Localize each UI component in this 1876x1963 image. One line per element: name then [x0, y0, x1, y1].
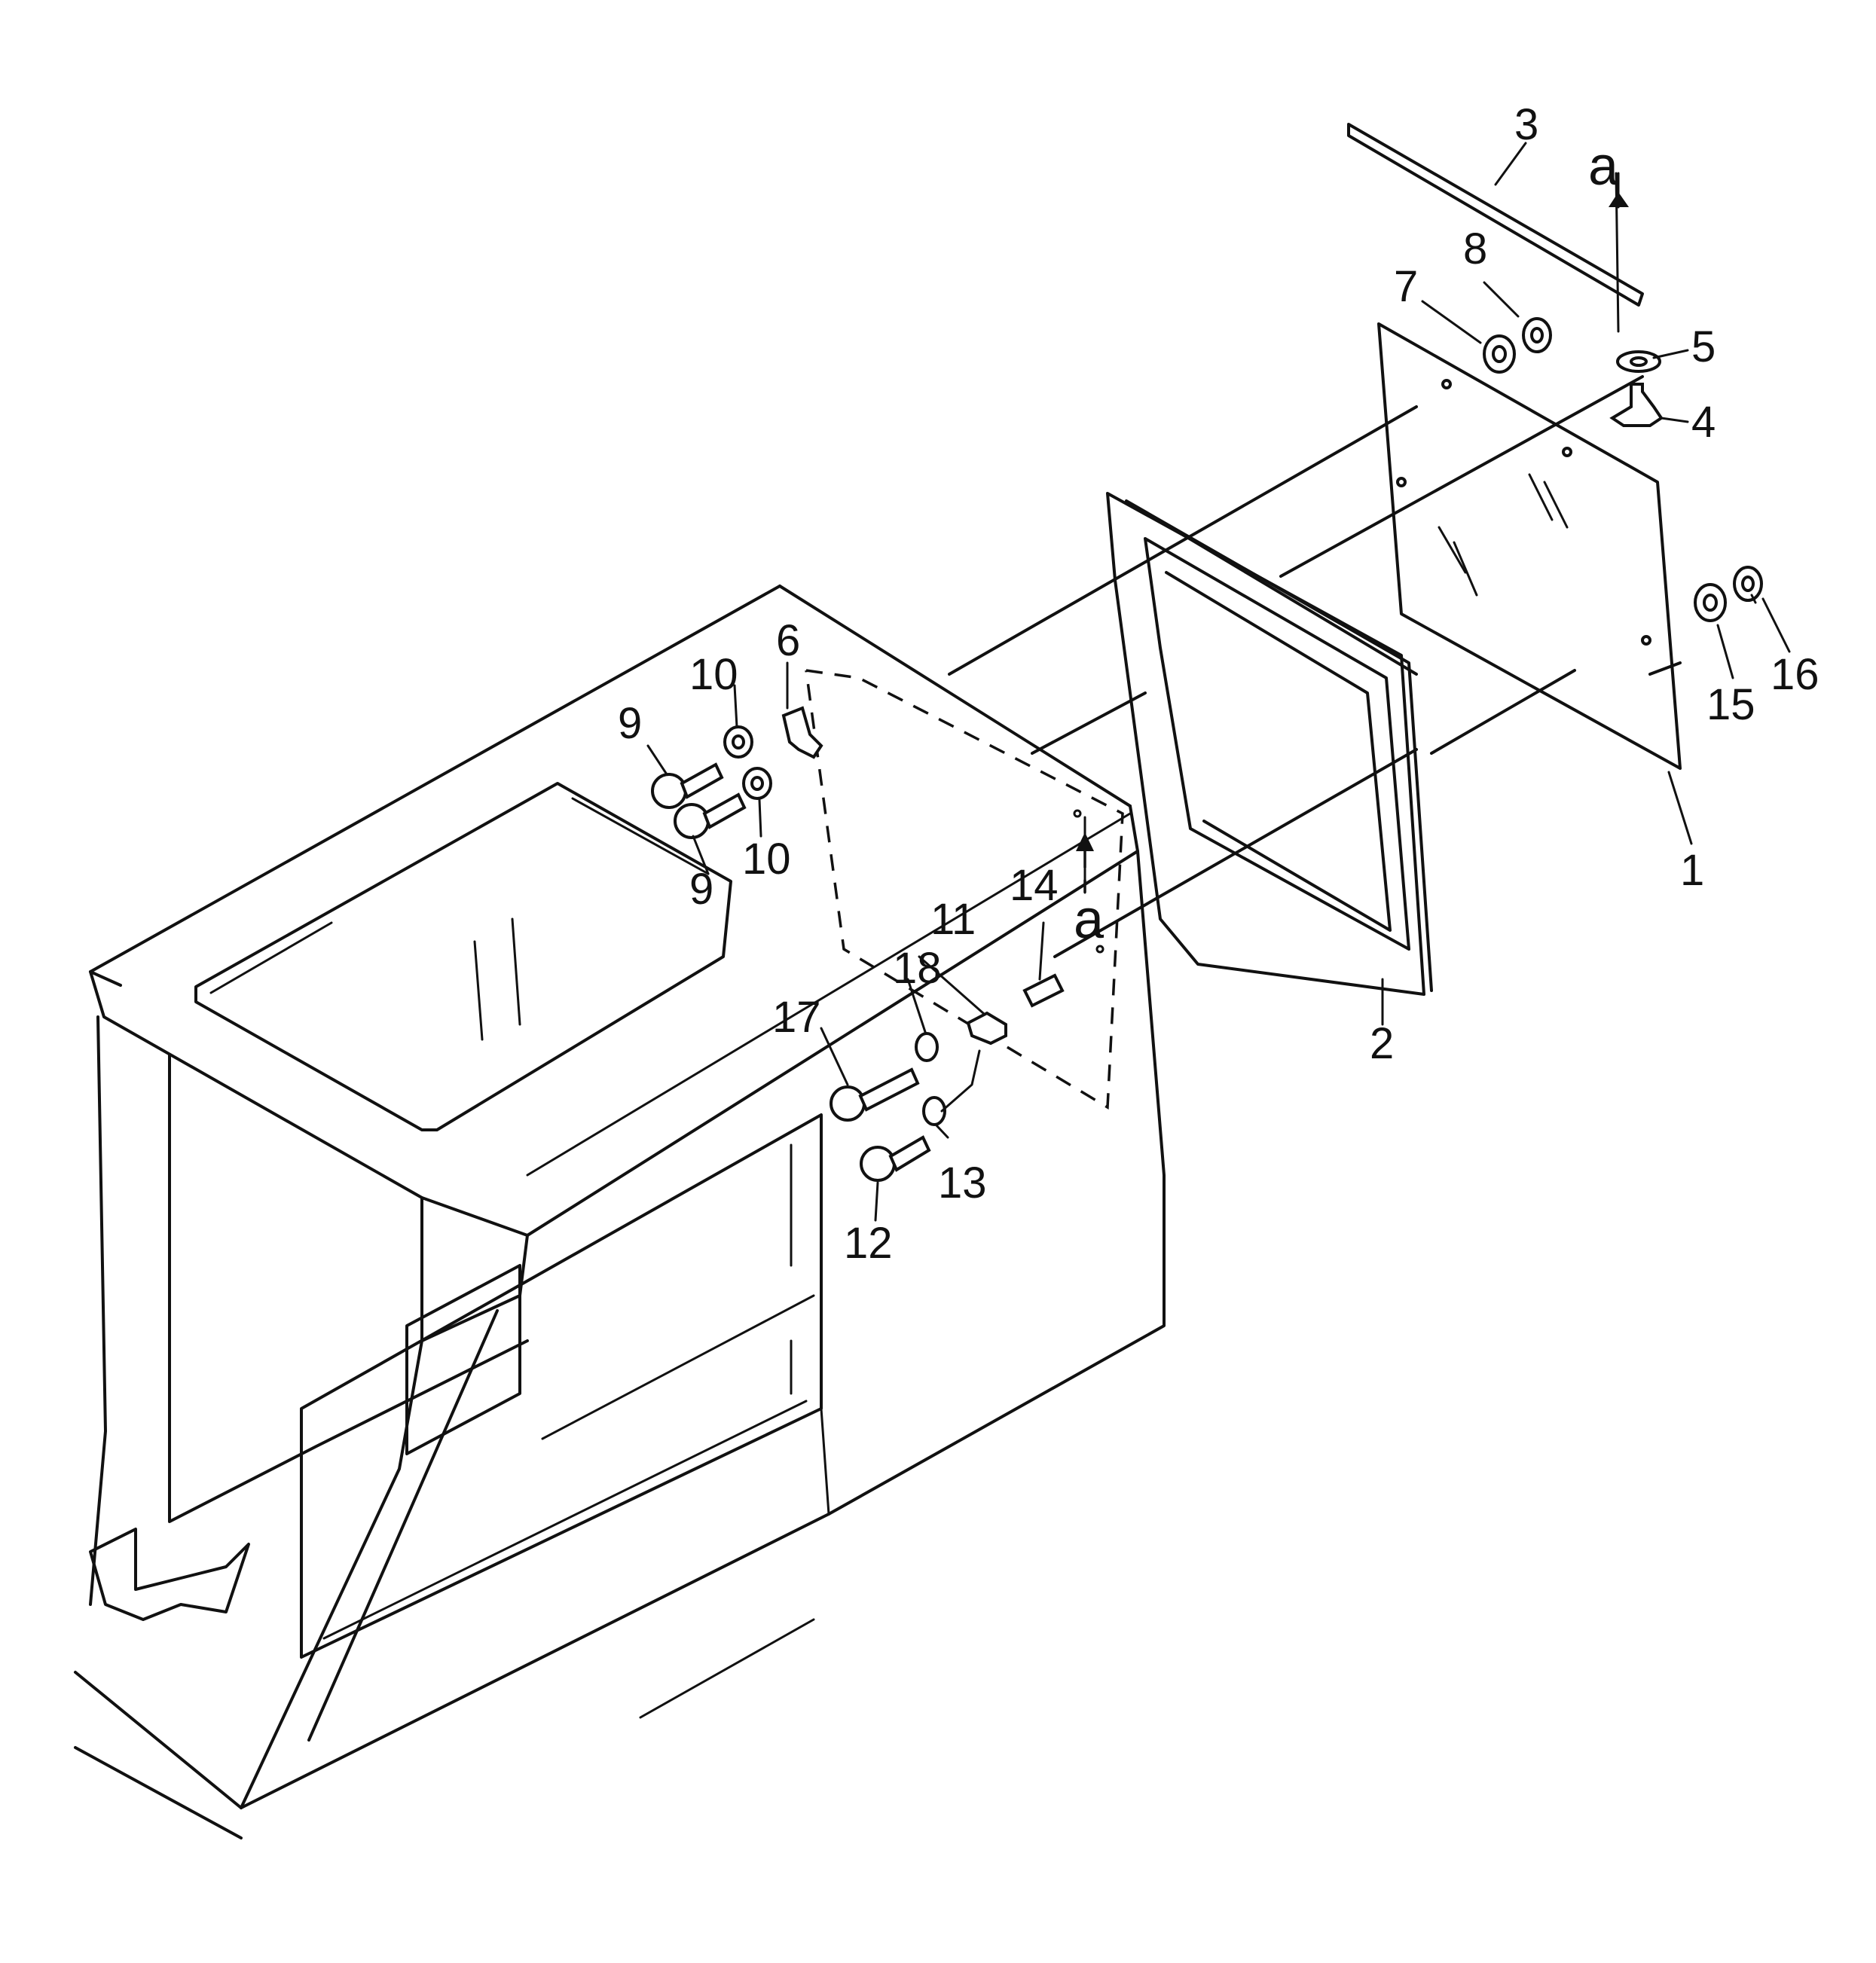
callout-12: 12: [844, 1219, 893, 1268]
callout-2: 2: [1370, 1019, 1394, 1068]
callout-1: 1: [1680, 846, 1704, 895]
part-4-icon: [1609, 383, 1664, 427]
view-mark-a-lower: a: [1074, 890, 1105, 950]
part-1-glass: [1377, 322, 1682, 770]
part-13-icon: [922, 1096, 946, 1126]
callout-17: 17: [772, 993, 821, 1042]
callout-6: 6: [776, 616, 800, 665]
callout-8: 8: [1463, 224, 1487, 273]
part-14-icon: [1022, 973, 1065, 1008]
dashed-window-position: [805, 669, 1124, 1110]
callout-7: 7: [1394, 262, 1418, 311]
callout-15: 15: [1706, 680, 1755, 729]
callout-18: 18: [893, 944, 942, 993]
callout-3: 3: [1514, 100, 1538, 149]
assembly-lines: [948, 375, 1682, 958]
cab-body: [74, 585, 1166, 1839]
callout-9-upper: 9: [618, 699, 642, 748]
part-18-icon: [915, 1032, 939, 1062]
callout-16: 16: [1771, 650, 1819, 699]
part-9-icon: [651, 762, 747, 839]
part-3-rail: [1347, 123, 1644, 307]
callout-labels: 1 2 3 4 5 6 7 8 9 9 10 10 11 12 13 14 15…: [618, 100, 1819, 1268]
part-12-icon: [860, 1135, 931, 1182]
part-11-icon: [966, 1011, 1007, 1046]
hardware: [651, 317, 1763, 1182]
callout-13: 13: [938, 1159, 987, 1207]
callout-11: 11: [930, 895, 976, 944]
leader-lines: [646, 142, 1791, 1222]
callout-10-lower: 10: [742, 835, 791, 884]
view-mark-a-upper: a: [1588, 136, 1619, 197]
callout-4: 4: [1691, 398, 1716, 447]
callout-10-upper: 10: [689, 650, 738, 699]
part-17-icon: [830, 1067, 920, 1122]
part-2-seal-frame: [1106, 492, 1433, 996]
callout-5: 5: [1691, 322, 1716, 371]
callout-14: 14: [1010, 861, 1059, 910]
callout-9-lower: 9: [689, 865, 713, 914]
part-6-icon: [781, 706, 823, 759]
